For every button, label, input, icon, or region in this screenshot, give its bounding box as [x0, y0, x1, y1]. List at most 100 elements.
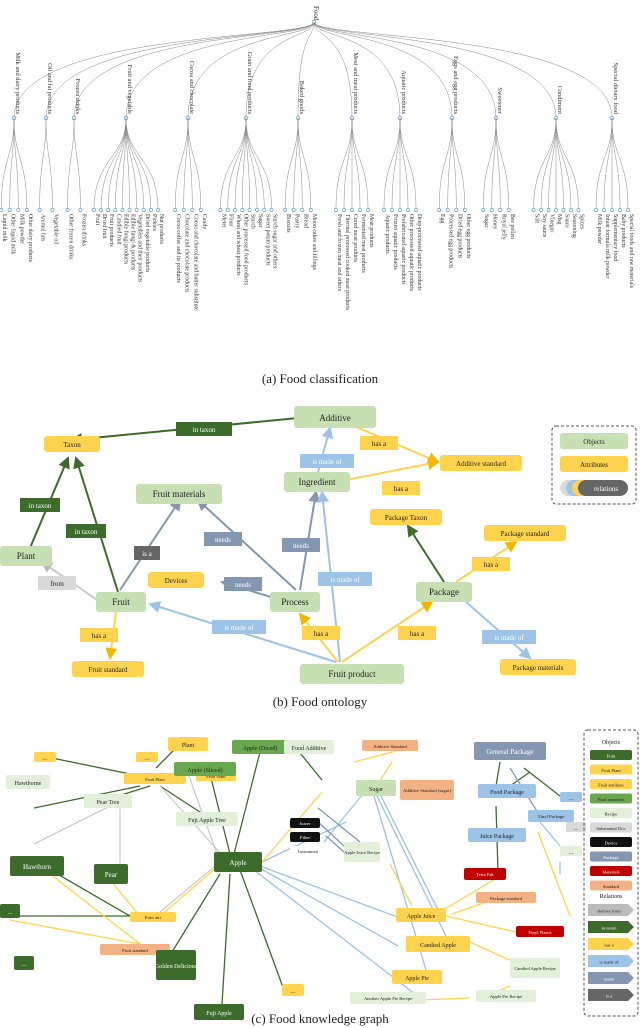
kg-legend-relation-swatch	[588, 904, 634, 916]
rel-has-a-6	[80, 628, 118, 642]
node-fruit-standard-label: Fruit standard	[88, 666, 128, 674]
node-devices-label: Devices	[165, 577, 188, 585]
kg-node-tetra-pak-label: Tetra Pak	[476, 872, 494, 877]
tree-leaf-node	[618, 208, 622, 212]
tree-leaf-label: Frozen aquatic products	[392, 214, 398, 270]
kg-node-juicer-label: Juicer	[300, 821, 311, 826]
tree-leaf-node	[218, 208, 223, 212]
kg-node-apple-juice	[396, 908, 446, 922]
rel-has-a-6-label: has a	[92, 632, 107, 640]
rel-needs-1-label: needs	[215, 536, 231, 544]
tree-edge-category	[313, 21, 497, 119]
kg-node-dots-e	[560, 792, 582, 802]
node-taxon-label: Taxon	[63, 441, 81, 449]
food-ontology: Additive Taxon Additive standard Fruit m…	[0, 406, 637, 684]
kg-legend-object-label: Materials	[602, 870, 620, 875]
food-knowledge-graph: Plant ... ... Fruit Plant Fruit Plant Ha…	[0, 729, 639, 1020]
kg-node-pear-tree-label: Pear Tree	[97, 800, 120, 806]
tree-leaf-label: Processed egg products	[448, 214, 454, 269]
rel-has-a-3	[472, 557, 510, 571]
node-package-standard-label: Package standard	[501, 530, 550, 538]
tree-leaf-node	[92, 208, 96, 212]
tree-leaf-node	[120, 208, 125, 212]
tree-leaf-node	[65, 208, 70, 212]
kg-node-food-package-label: Food Package	[490, 790, 524, 796]
kg-node-fruit-standard	[100, 944, 170, 955]
tree-leaf-label: Vegetable oil	[52, 214, 58, 245]
tree-leaf-label: Royal jelly	[500, 214, 506, 240]
kg-node-vinyl-plastic-label: Vinyl Plastic	[528, 930, 552, 935]
kg-edge-24	[255, 865, 399, 947]
node-taxon	[44, 436, 100, 452]
tree-leaf-node	[498, 208, 503, 212]
kg-legend-object-swatch	[590, 866, 632, 876]
kg-edge-17	[9, 919, 141, 945]
kg-edge-49	[523, 767, 561, 797]
kg-legend-object-swatch	[590, 764, 632, 775]
tree-leaf-label: Bee pollen	[509, 214, 515, 239]
kg-legend-object-swatch	[590, 822, 632, 833]
tree-leaf-label: Vegetables and their products	[137, 214, 143, 283]
kg-node-dots-f	[566, 822, 586, 832]
tree-leaf-label: Wheat and wheat products	[235, 214, 241, 276]
tree-edge-leaf	[125, 117, 159, 211]
edge-product-package	[341, 600, 434, 663]
kg-legend-object-label: Fruit materials	[598, 797, 625, 802]
tree-edge-leaf	[293, 117, 299, 211]
kg-edge-8	[33, 805, 111, 845]
tree-leaf-label: Deep-processed aquatic products	[416, 214, 422, 291]
tree-leaf-node	[445, 208, 450, 212]
tree-leaf-label: Sugar	[483, 214, 489, 228]
edge-process-materials	[196, 498, 297, 591]
tree-edge-leaf	[234, 117, 247, 211]
tree-leaf-node	[181, 208, 186, 212]
kg-edge-37	[325, 835, 345, 853]
kg-node-juice-package	[468, 828, 526, 842]
kg-node-apple-pie-label: Apple Pie	[405, 976, 429, 982]
kg-node-food-package	[478, 784, 536, 798]
kg-edge-16	[39, 865, 141, 945]
kg-node-hawthorn-label: Hawthorn	[23, 863, 51, 871]
tree-leaf-label: Honey	[492, 214, 498, 230]
tree-leaf-node	[99, 208, 104, 212]
tree-leaf-node	[190, 208, 195, 212]
kg-legend-object-label: Substantial Doc	[596, 826, 625, 831]
rel-in-taxon-2	[20, 498, 60, 512]
rel-is-made-of-3	[212, 620, 266, 634]
kg-edge-11	[231, 751, 261, 863]
tree-edge-leaf	[611, 117, 629, 211]
node-additive-label: Additive	[319, 413, 351, 423]
kg-node-general-package-label: General Package	[486, 748, 533, 756]
kg-edge-21	[171, 873, 221, 953]
kg-node-fruit-standard-label: Fruit standard	[122, 948, 148, 953]
tree-edge-leaf	[227, 117, 247, 211]
tree-leaf-label: Dried fruit	[101, 214, 108, 239]
tree-leaf-label: Other processed aquatic products	[408, 214, 414, 292]
tree-leaf-label: Meter	[220, 214, 226, 228]
kg-edge-51	[539, 821, 561, 847]
tree-leaf-node	[113, 208, 118, 212]
tree-edge-leaf	[491, 117, 497, 211]
rel-in-taxon-3-label: in taxon	[75, 528, 98, 536]
kg-legend-relation-label: needs	[604, 977, 615, 982]
tree-category-label: Milk and dairy products	[14, 52, 21, 114]
legend-relations-swatch	[560, 480, 628, 496]
tree-leaf-node	[506, 208, 511, 212]
kg-node-dots-f-label: ...	[574, 826, 579, 832]
tree-leaf-node	[300, 208, 305, 212]
kg-node-apple-juice-recipe	[344, 842, 380, 862]
kg-node-apple-sliced-label: Apple (Sliced)	[187, 767, 222, 774]
tree-leaf-node	[198, 208, 203, 212]
rel-is-made-of-4-label: is made of	[494, 634, 524, 642]
rel-has-a-4-label: has a	[314, 630, 329, 638]
tree-leaf-node	[37, 208, 42, 212]
tree-edge-leaf	[220, 117, 247, 211]
tree-leaf-node	[156, 208, 160, 212]
tree-leaf-label: Prefabricated aquatic products	[400, 214, 407, 285]
kg-edge-2	[51, 757, 131, 775]
tree-edge-leaf	[245, 117, 250, 211]
tree-leaf-node	[454, 208, 459, 212]
tree-leaf-label: Flour	[228, 214, 234, 227]
